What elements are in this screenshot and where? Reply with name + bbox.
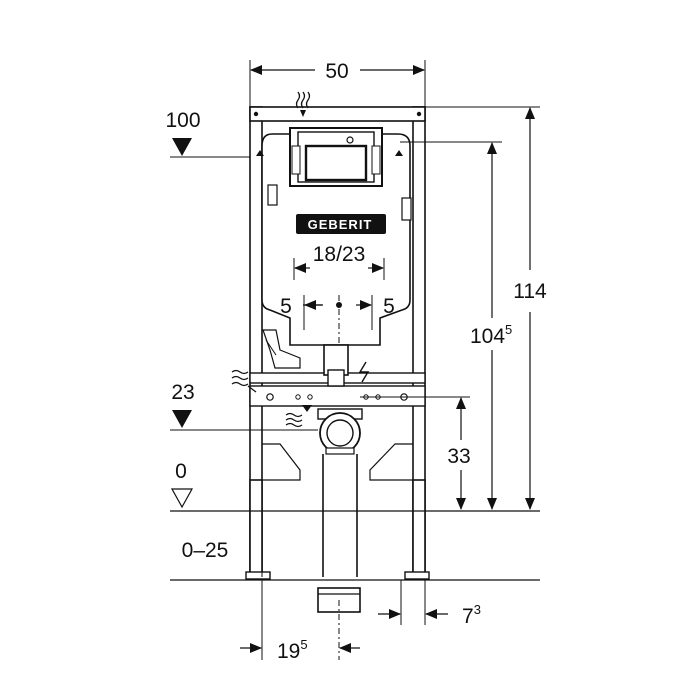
electric-connection-icon [358,361,370,383]
frame-feet [245,479,430,580]
dim-floor-adjust-label: 0–25 [182,539,229,562]
dim-foot-depth-sup: 3 [474,602,481,617]
frame-top-rail [249,106,426,122]
flush-pipe [323,344,349,387]
dim-side-offsets: 5 5 [280,295,395,345]
brand-label: GEBERIT [296,214,386,234]
flush-plate-opening [289,127,383,187]
frame-alignment-marks [256,150,403,156]
floor-level-line: 0 [170,460,540,512]
dim-inlet-level: 23 [170,381,318,431]
drain-bend [317,408,363,455]
dim-flush-plate-width: 18/23 [293,243,385,280]
dim-outlet-offset-sup: 5 [300,637,307,652]
dim-right-offset-label: 5 [383,295,395,318]
dim-inlet-level-label: 23 [171,381,194,404]
svg-text:195: 195 [277,637,308,663]
dim-floor-level-label: 0 [175,460,187,483]
frame-lower-rail [249,385,426,407]
dim-flush-plate-width-label: 18/23 [313,243,366,266]
dim-frame-height-label: 104 [470,325,505,348]
water-supply-left-icon [231,369,257,393]
water-supply-center-icon [285,405,312,428]
dim-frame-width: 50 [249,60,426,107]
water-inlet-icon [295,91,311,117]
dim-frame-height-sup: 5 [505,322,512,337]
dim-floor-adjust: 0–25 [170,539,540,581]
dim-top-mark-label: 100 [165,109,200,132]
lower-braces [262,443,413,481]
dim-frame-height: 1045 [400,141,512,510]
dim-foot-depth: 73 [378,580,481,628]
drain-pipe [317,454,361,613]
dim-total-height: 114 [425,106,547,510]
dim-total-height-label: 114 [513,280,547,303]
dim-outlet-height: 33 [360,396,471,510]
svg-text:1045: 1045 [470,322,512,348]
dim-outlet-offset-label: 19 [277,640,300,663]
dim-outlet-offset: 195 [240,580,360,663]
dim-outlet-height-label: 33 [447,445,470,468]
dim-frame-width-label: 50 [325,60,348,83]
brand-text: GEBERIT [308,217,373,232]
dim-top-mark: 100 [165,109,250,158]
dim-left-offset-label: 5 [280,295,292,318]
svg-text:73: 73 [462,602,481,628]
dim-foot-depth-label: 7 [462,605,474,628]
